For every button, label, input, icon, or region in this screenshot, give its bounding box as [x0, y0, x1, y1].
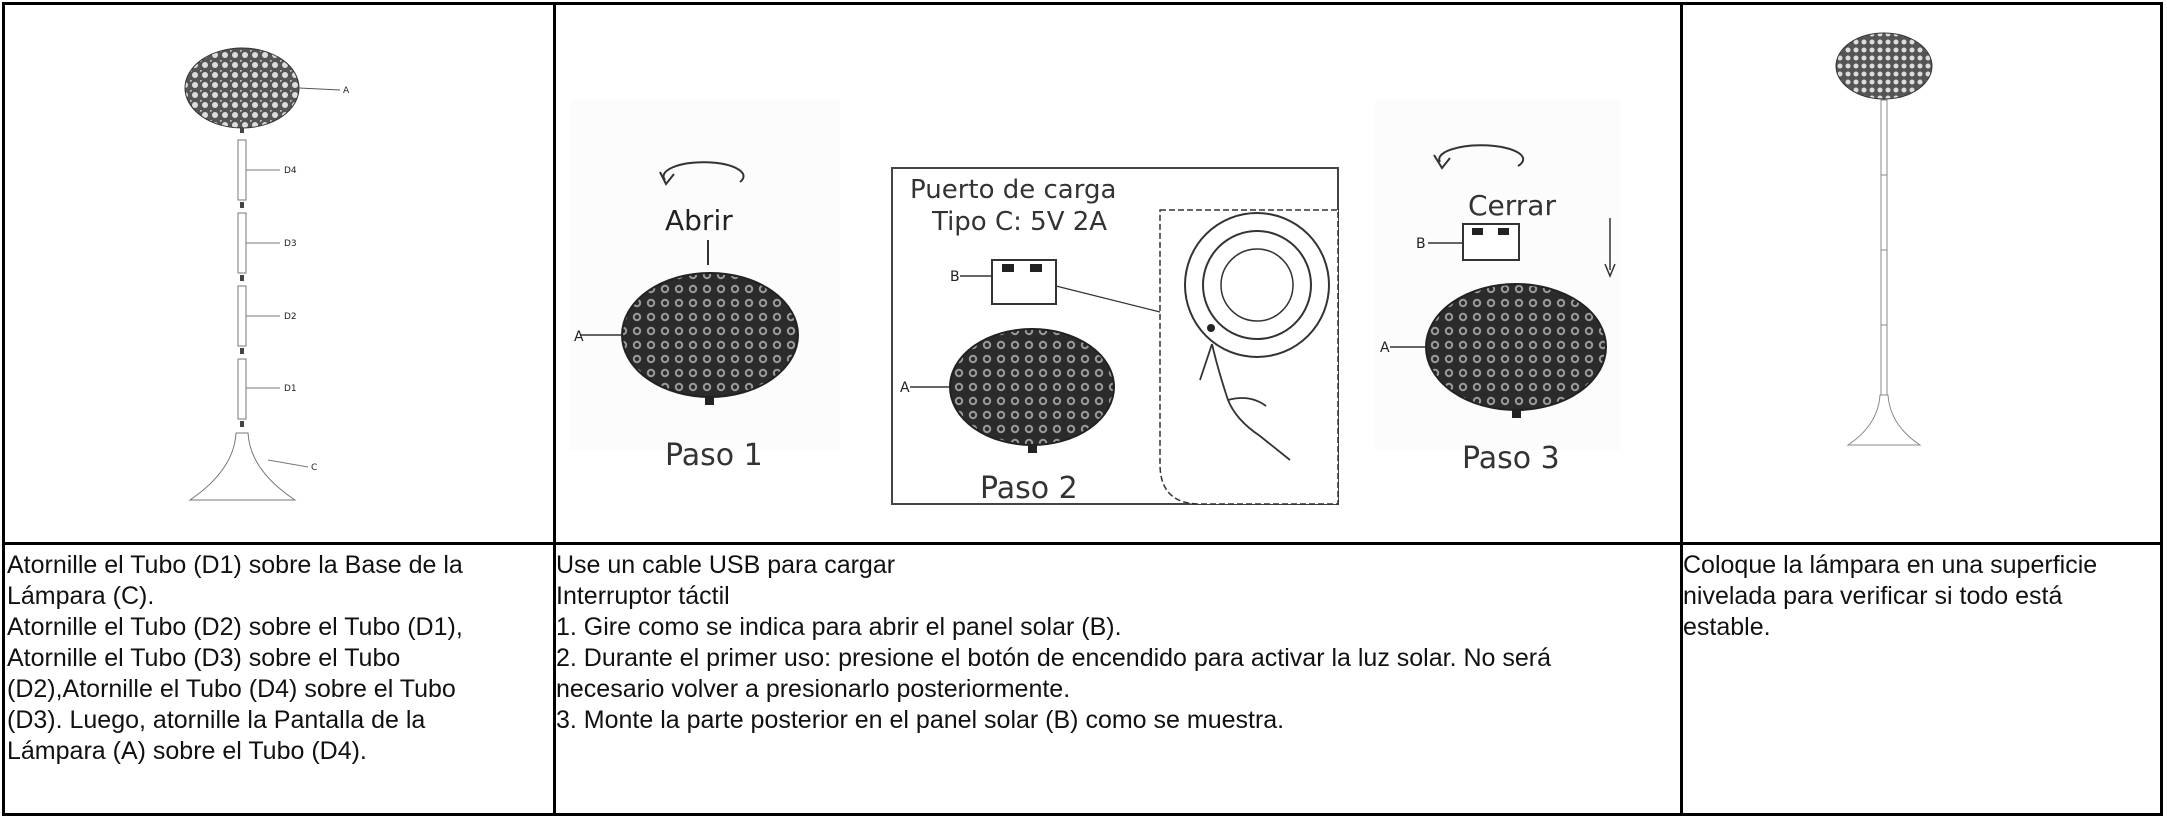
lamp-shade — [184, 47, 300, 129]
step-3-solar-panel — [1462, 223, 1520, 261]
tube-d2: D2 — [237, 285, 297, 347]
step-3-label-b: B — [1416, 236, 1426, 252]
text-line: 3. Monte la parte posterior en el panel … — [556, 706, 1285, 734]
text-line: Lámpara (A) sobre el Tubo (D4). — [7, 737, 367, 765]
svg-text:D3: D3 — [284, 239, 297, 249]
step-1-label-a: A — [574, 329, 584, 345]
svg-text:D4: D4 — [284, 166, 297, 176]
assembly-diagram: A D4 D3 D2 D1 C — [184, 47, 350, 501]
label-a: A — [343, 86, 350, 96]
column-divider-2 — [1680, 5, 1683, 813]
step-1-panel: Abrir A Paso 1 — [570, 100, 840, 473]
column-divider-1 — [553, 5, 556, 813]
tube-d1: D1 — [237, 358, 297, 420]
text-line: estable. — [1683, 613, 1771, 641]
step-3-shade — [1425, 283, 1607, 411]
column-3-text: Coloque la lámpara en una superficie niv… — [1683, 550, 2097, 643]
column-2-text: Use un cable USB para cargar Interruptor… — [556, 550, 1551, 736]
text-line: Atornille el Tubo (D2) sobre el Tubo (D1… — [7, 613, 463, 641]
step-1-caption: Paso 1 — [665, 438, 763, 473]
step-2-port-line1: Puerto de carga — [910, 175, 1116, 205]
text-line: 1. Gire como se indica para abrir el pan… — [556, 613, 1122, 641]
solar-panel-b — [991, 259, 1057, 305]
text-line: nivelada para verificar si todo está — [1683, 582, 2063, 610]
text-line: (D2),Atornille el Tubo (D4) sobre el Tub… — [7, 675, 456, 703]
text-line: Lámpara (C). — [7, 582, 155, 610]
step-2-label-a: A — [900, 380, 910, 396]
svg-text:D2: D2 — [284, 312, 297, 322]
assembled-shade — [1835, 32, 1933, 100]
text-line: 2. Durante el primer uso: presione el bo… — [556, 644, 1552, 672]
steps-diagram: Abrir A Paso 1 Puerto de carga Tipo C: 5… — [570, 100, 1620, 506]
text-line: necesario volver a presionarlo posterior… — [556, 675, 1071, 703]
step-2-panel: Puerto de carga Tipo C: 5V 2A B A Paso 2 — [891, 167, 1339, 506]
svg-text:C: C — [311, 463, 317, 473]
step-3-panel: Cerrar B A Paso 3 — [1375, 100, 1620, 476]
svg-text:D1: D1 — [284, 384, 297, 394]
assembled-pole — [1880, 99, 1888, 396]
assembled-base — [1846, 394, 1922, 446]
tube-d3: D3 — [237, 212, 297, 274]
text-line: Interruptor táctil — [556, 582, 730, 610]
assembled-lamp-diagram — [1835, 32, 1933, 446]
step-2-shade — [949, 328, 1115, 446]
text-line: (D3). Luego, atornille la Pantalla de la — [7, 706, 426, 734]
text-line: Coloque la lámpara en una superficie — [1683, 551, 2098, 579]
step-1-shade — [621, 272, 799, 398]
step-3-label-a: A — [1380, 340, 1390, 356]
tube-d4: D4 — [237, 139, 297, 201]
text-line: Use un cable USB para cargar — [556, 551, 896, 579]
step-1-action: Abrir — [665, 204, 733, 237]
column-1-text: Atornille el Tubo (D1) sobre la Base de … — [7, 550, 463, 767]
text-line: Atornille el Tubo (D3) sobre el Tubo — [7, 644, 401, 672]
step-3-caption: Paso 3 — [1462, 441, 1560, 476]
step-3-action: Cerrar — [1468, 189, 1556, 222]
step-2-port-line2: Tipo C: 5V 2A — [931, 207, 1107, 237]
pressing-hand-icon — [1199, 343, 1291, 461]
lamp-base: C — [188, 432, 317, 501]
row-divider — [5, 542, 2160, 545]
step-2-label-b: B — [950, 269, 960, 285]
text-line: Atornille el Tubo (D1) sobre la Base de … — [7, 551, 463, 579]
step-2-caption: Paso 2 — [980, 471, 1078, 506]
